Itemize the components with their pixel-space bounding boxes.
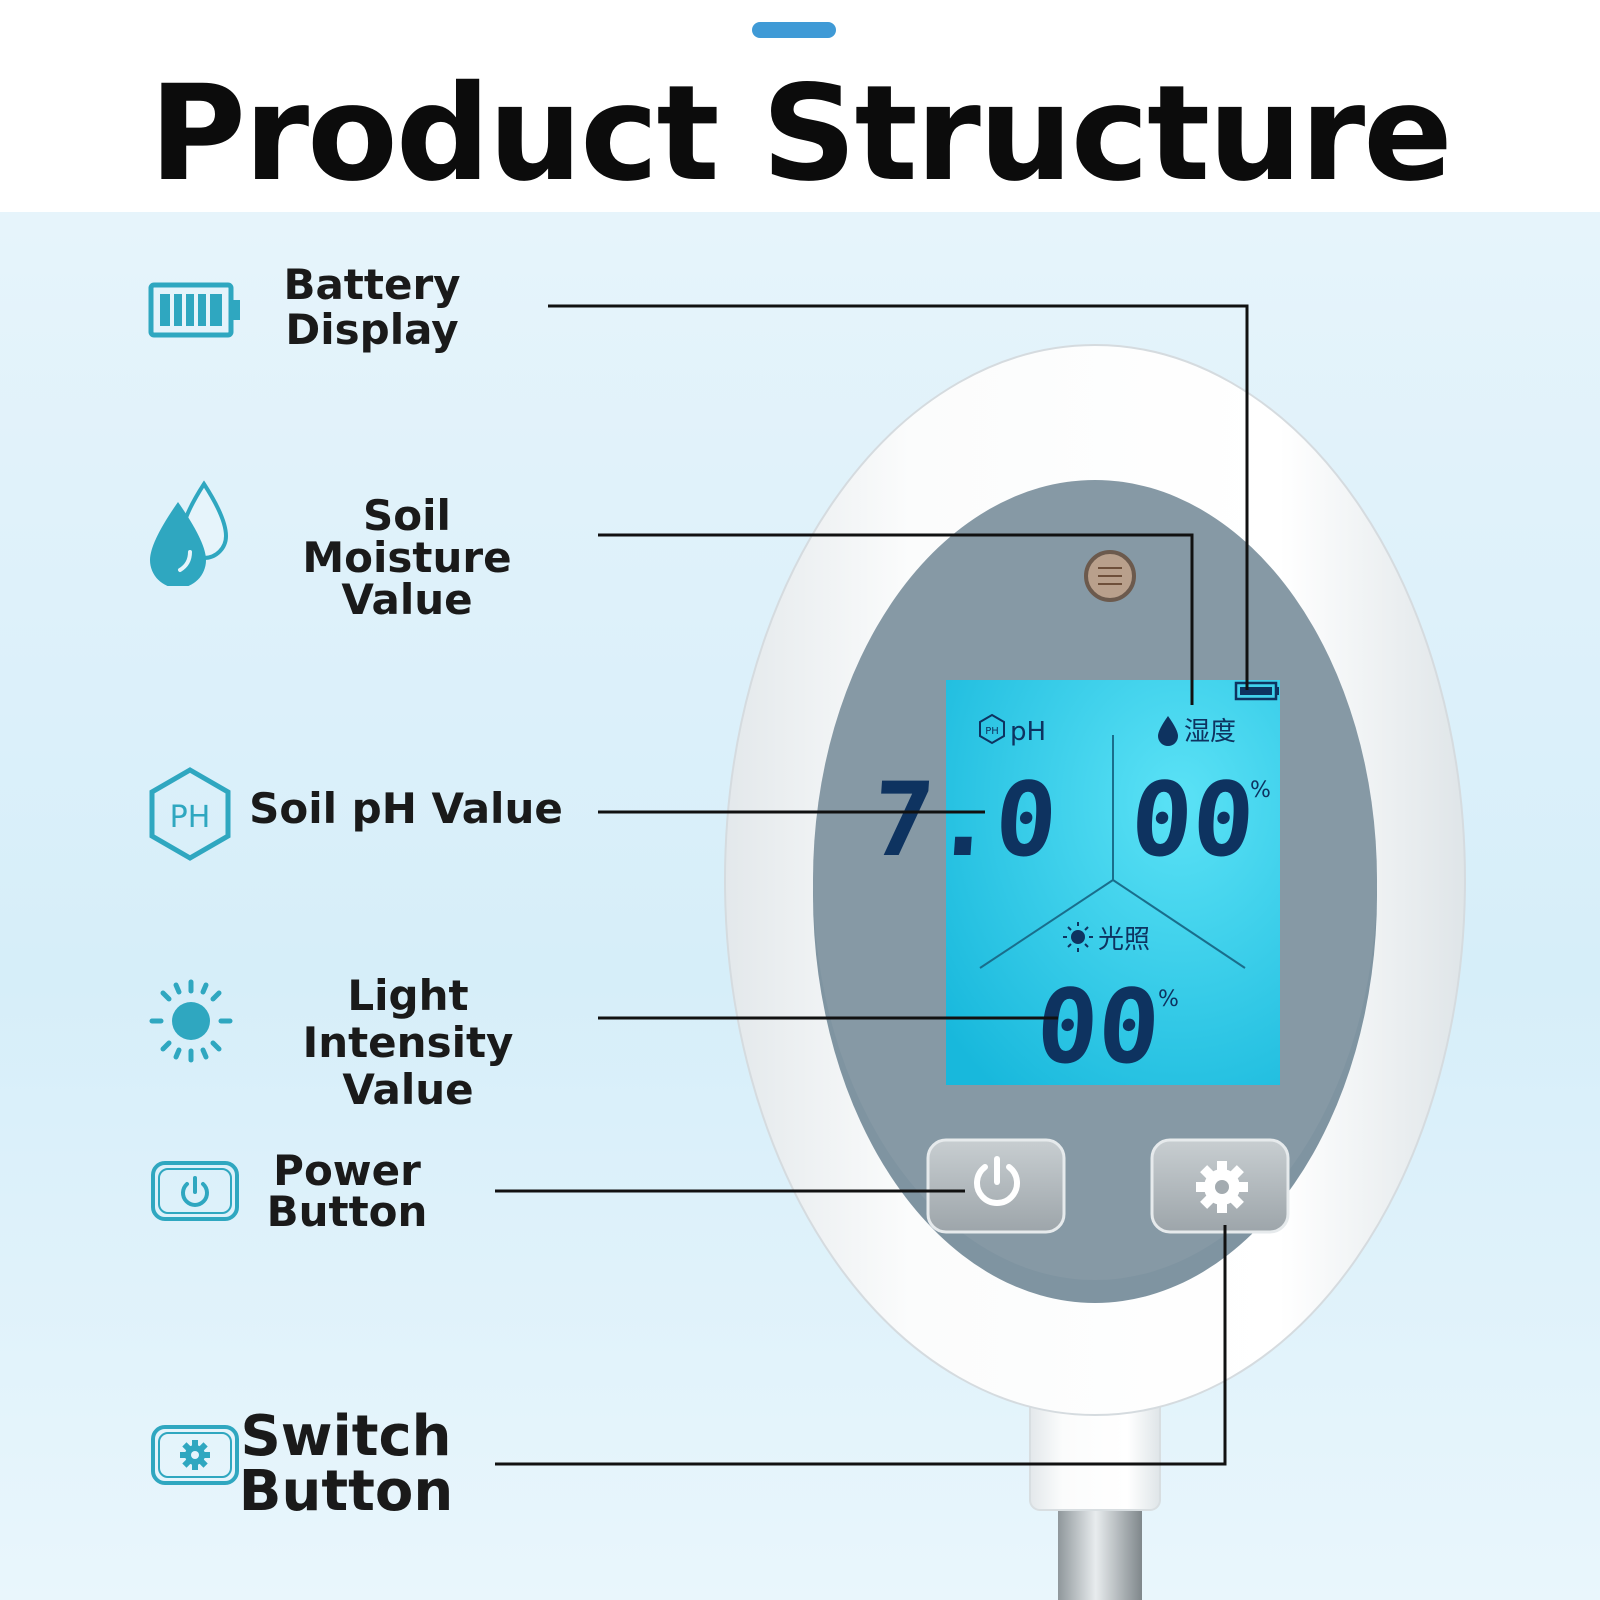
lcd-light-label: 光照 (1098, 925, 1150, 955)
water-drop-icon (150, 480, 229, 586)
leader-battery (548, 304, 1249, 690)
svg-text:PH: PH (985, 726, 999, 737)
leader-switch (495, 1225, 1227, 1466)
gear-icon (151, 1425, 239, 1485)
lcd-moisture-value: 00 (1127, 761, 1258, 880)
svg-text:PH: PH (170, 800, 211, 835)
lcd-moisture-label: 湿度 (1184, 717, 1236, 747)
lcd-light-value: 00 (1033, 968, 1164, 1087)
device-power-icon (974, 1164, 1020, 1206)
page-title: Product Structure (149, 57, 1452, 211)
lcd-ph-label: pH (1010, 717, 1046, 747)
leader-moisture (598, 533, 1194, 705)
svg-text:%: % (1158, 987, 1179, 1012)
lcd-drop-icon (1158, 716, 1178, 746)
lcd-sun-icon (1071, 930, 1085, 944)
power-icon (151, 1161, 239, 1221)
svg-text:%: % (1250, 778, 1271, 803)
top-accent-bar (752, 22, 836, 38)
device-power-button[interactable] (926, 1138, 1066, 1234)
lcd-ph-icon (979, 713, 1005, 745)
lcd-ph-value: 7.0 (868, 761, 1061, 880)
device-gear-icon (1196, 1161, 1248, 1213)
battery-icon (148, 282, 240, 338)
probe-rod (1058, 1500, 1142, 1600)
ph-badge-icon: PH (149, 767, 231, 861)
label-soil-ph: Soil pH Value (249, 784, 563, 833)
sun-icon (149, 979, 233, 1063)
